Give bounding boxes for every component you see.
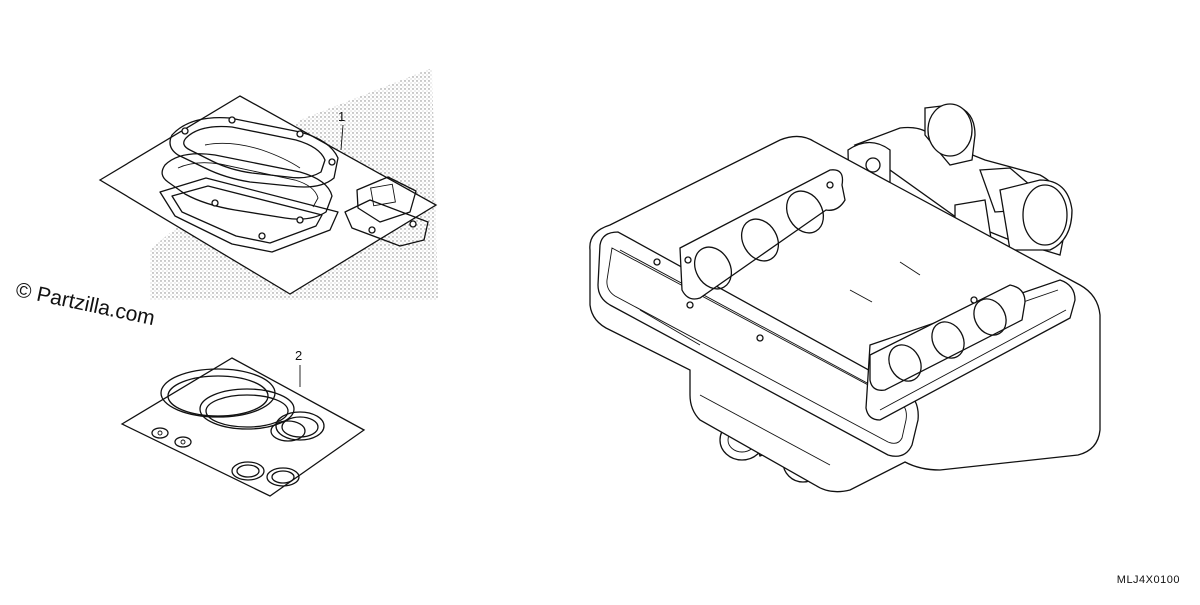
medium-o-ring bbox=[199, 388, 295, 430]
large-o-ring-inner bbox=[167, 375, 269, 417]
callout-2: 2 bbox=[295, 348, 302, 387]
engine-block-illustration bbox=[589, 103, 1101, 493]
washer-b bbox=[174, 436, 192, 448]
o-ring-d bbox=[266, 467, 300, 487]
small-gasket-pair bbox=[344, 176, 429, 247]
diagram-code: MLJ4X0100 bbox=[1116, 574, 1180, 586]
o-ring-c-inner bbox=[236, 464, 260, 478]
small-o-ring-a bbox=[275, 411, 325, 441]
o-ring-d-inner bbox=[271, 470, 295, 484]
callout-1: 1 bbox=[338, 109, 345, 151]
small-o-ring-b bbox=[270, 420, 306, 442]
gasket-kit-b[interactable] bbox=[120, 357, 366, 497]
callout-1-number: 1 bbox=[338, 109, 345, 124]
head-cover-gasket bbox=[161, 153, 333, 220]
oil-pan-gasket bbox=[159, 177, 339, 253]
o-ring-c bbox=[231, 461, 265, 481]
small-o-ring-a-inner bbox=[281, 416, 319, 438]
callout-2-number: 2 bbox=[295, 348, 302, 363]
gasket-kit-a[interactable] bbox=[98, 68, 438, 300]
washer-a bbox=[151, 427, 169, 439]
cover-gasket bbox=[169, 116, 339, 188]
medium-o-ring-inner bbox=[205, 394, 289, 428]
